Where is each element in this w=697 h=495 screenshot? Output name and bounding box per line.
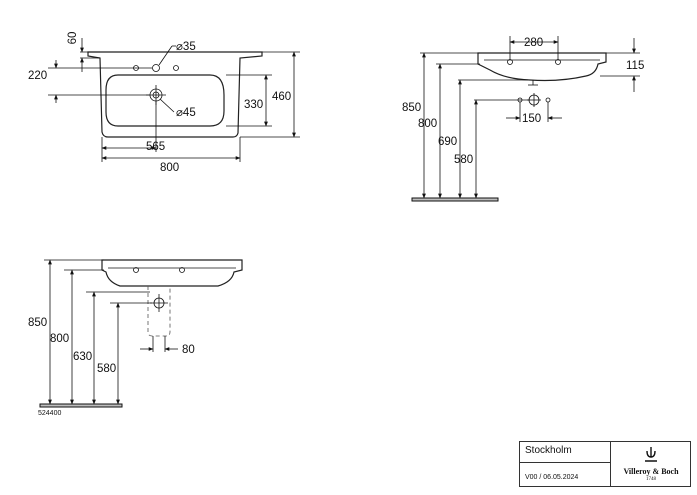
dim-front-underside-height: 800 xyxy=(50,333,69,345)
side-view: 280 115 850 800 690 580 150 xyxy=(402,36,644,202)
product-name: Stockholm xyxy=(525,445,572,456)
dim-siphon-height: 580 xyxy=(454,154,473,166)
basin-outline-top xyxy=(87,51,263,138)
top-view: 60 220 ⌀35 ⌀45 330 460 565 800 xyxy=(28,32,300,174)
basin-profile-front xyxy=(101,259,243,287)
brand-logo: Villeroy & Boch 1748 xyxy=(611,443,691,487)
dim-waste-offset: 150 xyxy=(522,113,541,125)
dim-bowl-offset: 565 xyxy=(146,141,165,153)
brand-emblem-icon xyxy=(645,447,657,462)
dim-tap-offset: 220 xyxy=(28,70,47,82)
dim-tap-diameter: ⌀35 xyxy=(176,41,196,53)
floor-side xyxy=(411,197,499,202)
tap-hole xyxy=(152,64,160,72)
dim-tap-spacing: 280 xyxy=(524,37,543,49)
dim-top-height: 850 xyxy=(402,102,421,114)
dim-rim-height: 115 xyxy=(626,60,644,72)
dim-waste-height: 690 xyxy=(438,136,457,148)
dim-overall-width: 800 xyxy=(160,162,179,174)
tap-hole-optional xyxy=(173,65,179,71)
bowl-outline-top xyxy=(105,74,225,127)
title-block-divider xyxy=(520,462,610,463)
basin-profile-side xyxy=(477,52,607,82)
version-date: V00 / 06.05.2024 xyxy=(525,474,579,481)
dim-bowl-depth: 330 xyxy=(244,99,263,111)
brand-logo-year: 1748 xyxy=(646,477,656,482)
article-number: 524400 xyxy=(38,410,61,417)
dim-pedestal-height: 630 xyxy=(73,351,92,363)
dim-underside-height: 800 xyxy=(418,118,437,130)
dim-rim-depth: 60 xyxy=(67,32,79,45)
pedestal-outline xyxy=(147,286,171,337)
title-block-divider xyxy=(610,442,611,486)
dim-front-top-height: 850 xyxy=(28,317,47,329)
dim-pedestal-offset: 80 xyxy=(182,344,195,356)
dim-front-siphon-height: 580 xyxy=(97,363,116,375)
front-view: 850 800 630 580 80 524400 xyxy=(28,259,243,417)
dim-waste-diameter: ⌀45 xyxy=(176,107,196,119)
title-block: Stockholm V00 / 06.05.2024 Villeroy & Bo… xyxy=(519,441,691,487)
brand-logo-text: Villeroy & Boch xyxy=(623,467,679,476)
dim-overall-depth: 460 xyxy=(272,91,291,103)
floor-front xyxy=(39,403,123,408)
